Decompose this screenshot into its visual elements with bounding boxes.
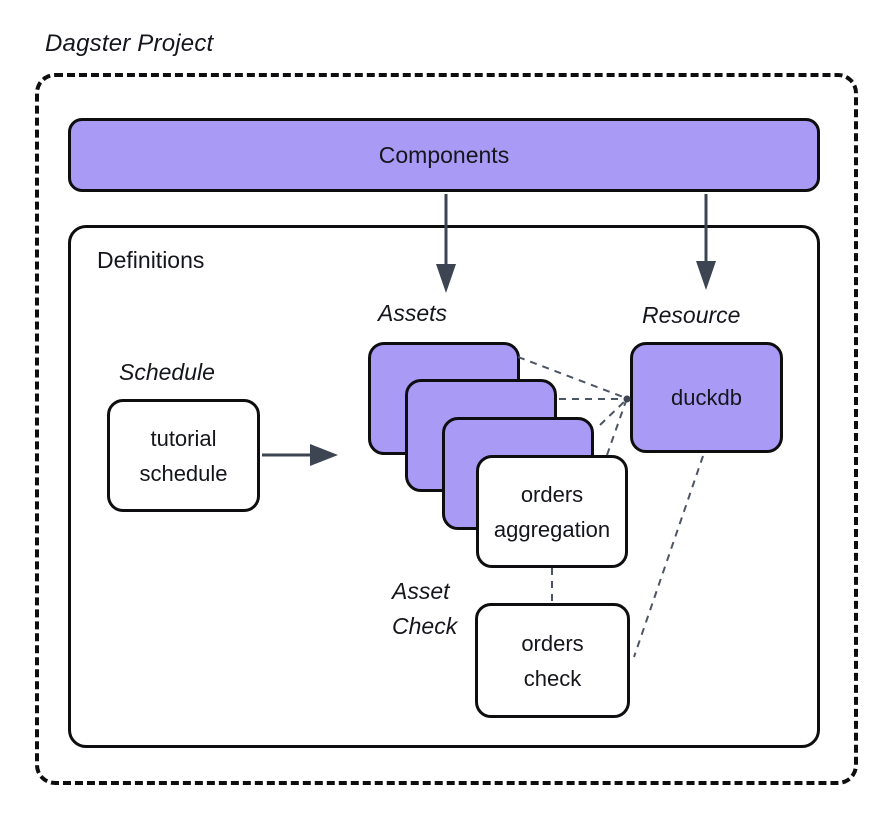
assets-section-label: Assets <box>378 300 448 326</box>
components-label: Components <box>378 141 510 168</box>
resource-section-label: Resource <box>642 302 741 328</box>
orders-aggregation-node: orders aggregation <box>476 455 628 568</box>
orders-check-node: orders check <box>475 603 630 718</box>
components-node: Components <box>68 118 820 192</box>
orders-aggregation-node-line2: aggregation <box>493 516 611 542</box>
tutorial-schedule-node-line2: schedule <box>139 460 228 486</box>
orders-aggregation-node-line1: orders <box>520 481 584 507</box>
schedule-section-label: Schedule <box>119 359 215 385</box>
asset-check-section-label-line1: Asset <box>392 578 450 604</box>
duckdb-node-label: duckdb <box>671 385 742 410</box>
dagster-project-boundary <box>35 73 858 785</box>
definitions-label: Definitions <box>97 247 205 273</box>
orders-check-node-line1: orders <box>521 630 584 656</box>
orders-check-node-line2: check <box>523 665 582 691</box>
tutorial-schedule-node: tutorial schedule <box>107 399 260 512</box>
duckdb-resource-node: duckdb <box>630 342 783 453</box>
asset-check-section-label-line2: Check <box>392 613 458 639</box>
tutorial-schedule-node-line1: tutorial <box>150 425 217 451</box>
diagram-title: Dagster Project <box>45 30 214 57</box>
